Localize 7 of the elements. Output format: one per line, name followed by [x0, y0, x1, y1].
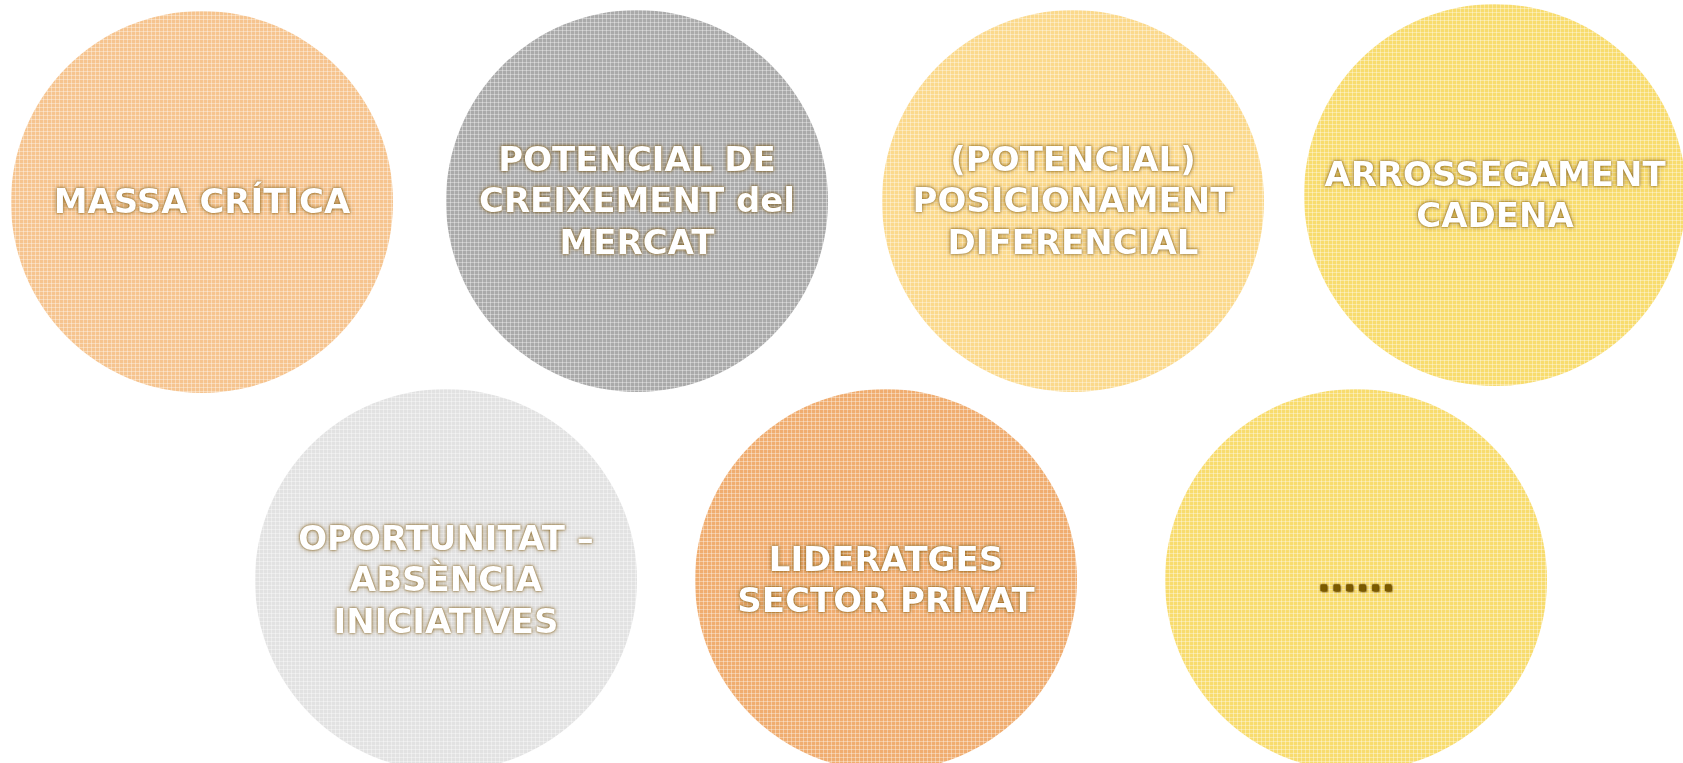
circle-label: MASSA CRÍTICA — [53, 181, 351, 223]
circle-label: LIDERATGES SECTOR PRIVAT — [736, 538, 1036, 622]
circle-label: ARROSSEGAMENT CADENA — [1324, 153, 1666, 237]
circle-label: POTENCIAL DE CREIXEMENT del MERCAT — [477, 138, 796, 264]
circle-label: ...... — [1317, 559, 1395, 601]
circle-label: OPORTUNITAT – ABSÈNCIA INICIATIVES — [297, 517, 595, 643]
circle-label: (POTENCIAL) POSICIONAMENT DIFERENCIAL — [911, 138, 1235, 264]
